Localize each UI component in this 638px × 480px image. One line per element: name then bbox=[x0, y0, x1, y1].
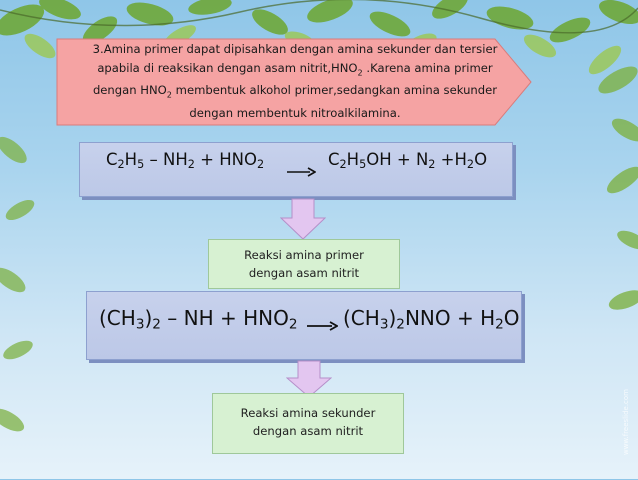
label-box-secondary-reaction: Reaksi amina sekunder dengan asam nitrit bbox=[212, 393, 404, 454]
down-arrow-1-icon bbox=[280, 198, 326, 240]
label-2-line-1: Reaksi amina sekunder bbox=[240, 406, 376, 420]
equation-2-reactant: (CH3)2 – NH + HNO2 bbox=[99, 306, 298, 333]
equation-2-box bbox=[86, 291, 522, 360]
callout-line-2: apabila di reaksikan dengan asam nitrit,… bbox=[97, 60, 493, 77]
label-1-line-2: dengan asam nitrit bbox=[248, 266, 360, 280]
label-box-primary-reaction: Reaksi amina primer dengan asam nitrit bbox=[208, 239, 400, 289]
callout-line-3: dengan HNO2 membentuk alkohol primer,sed… bbox=[92, 83, 498, 100]
callout-line-1: 3.Amina primer dapat dipisahkan dengan a… bbox=[92, 42, 498, 56]
down-arrow-2-icon bbox=[286, 360, 332, 398]
equation-1-box bbox=[79, 142, 513, 197]
equation-1-reactant: C2H5 – NH2 + HNO2 bbox=[106, 150, 265, 171]
foliage-left-decoration bbox=[0, 136, 35, 432]
reaction-arrow-2-icon bbox=[307, 321, 338, 331]
foliage-right-decoration bbox=[598, 66, 638, 310]
callout-line-4: dengan membentuk nitroalkilamina. bbox=[189, 106, 401, 121]
label-2-line-2: dengan asam nitrit bbox=[252, 424, 364, 438]
equation-2-product: (CH3)2NNO + H2O bbox=[343, 306, 520, 333]
callout-box bbox=[56, 38, 532, 126]
label-1-line-1: Reaksi amina primer bbox=[244, 248, 364, 262]
callout-text: 3.Amina primer dapat dipisahkan dengan a… bbox=[64, 40, 526, 123]
watermark: www.freeslide.com bbox=[622, 388, 630, 455]
reaction-arrow-icon bbox=[287, 167, 316, 177]
equation-1-product: C2H5OH + N2 +H2O bbox=[328, 150, 488, 171]
